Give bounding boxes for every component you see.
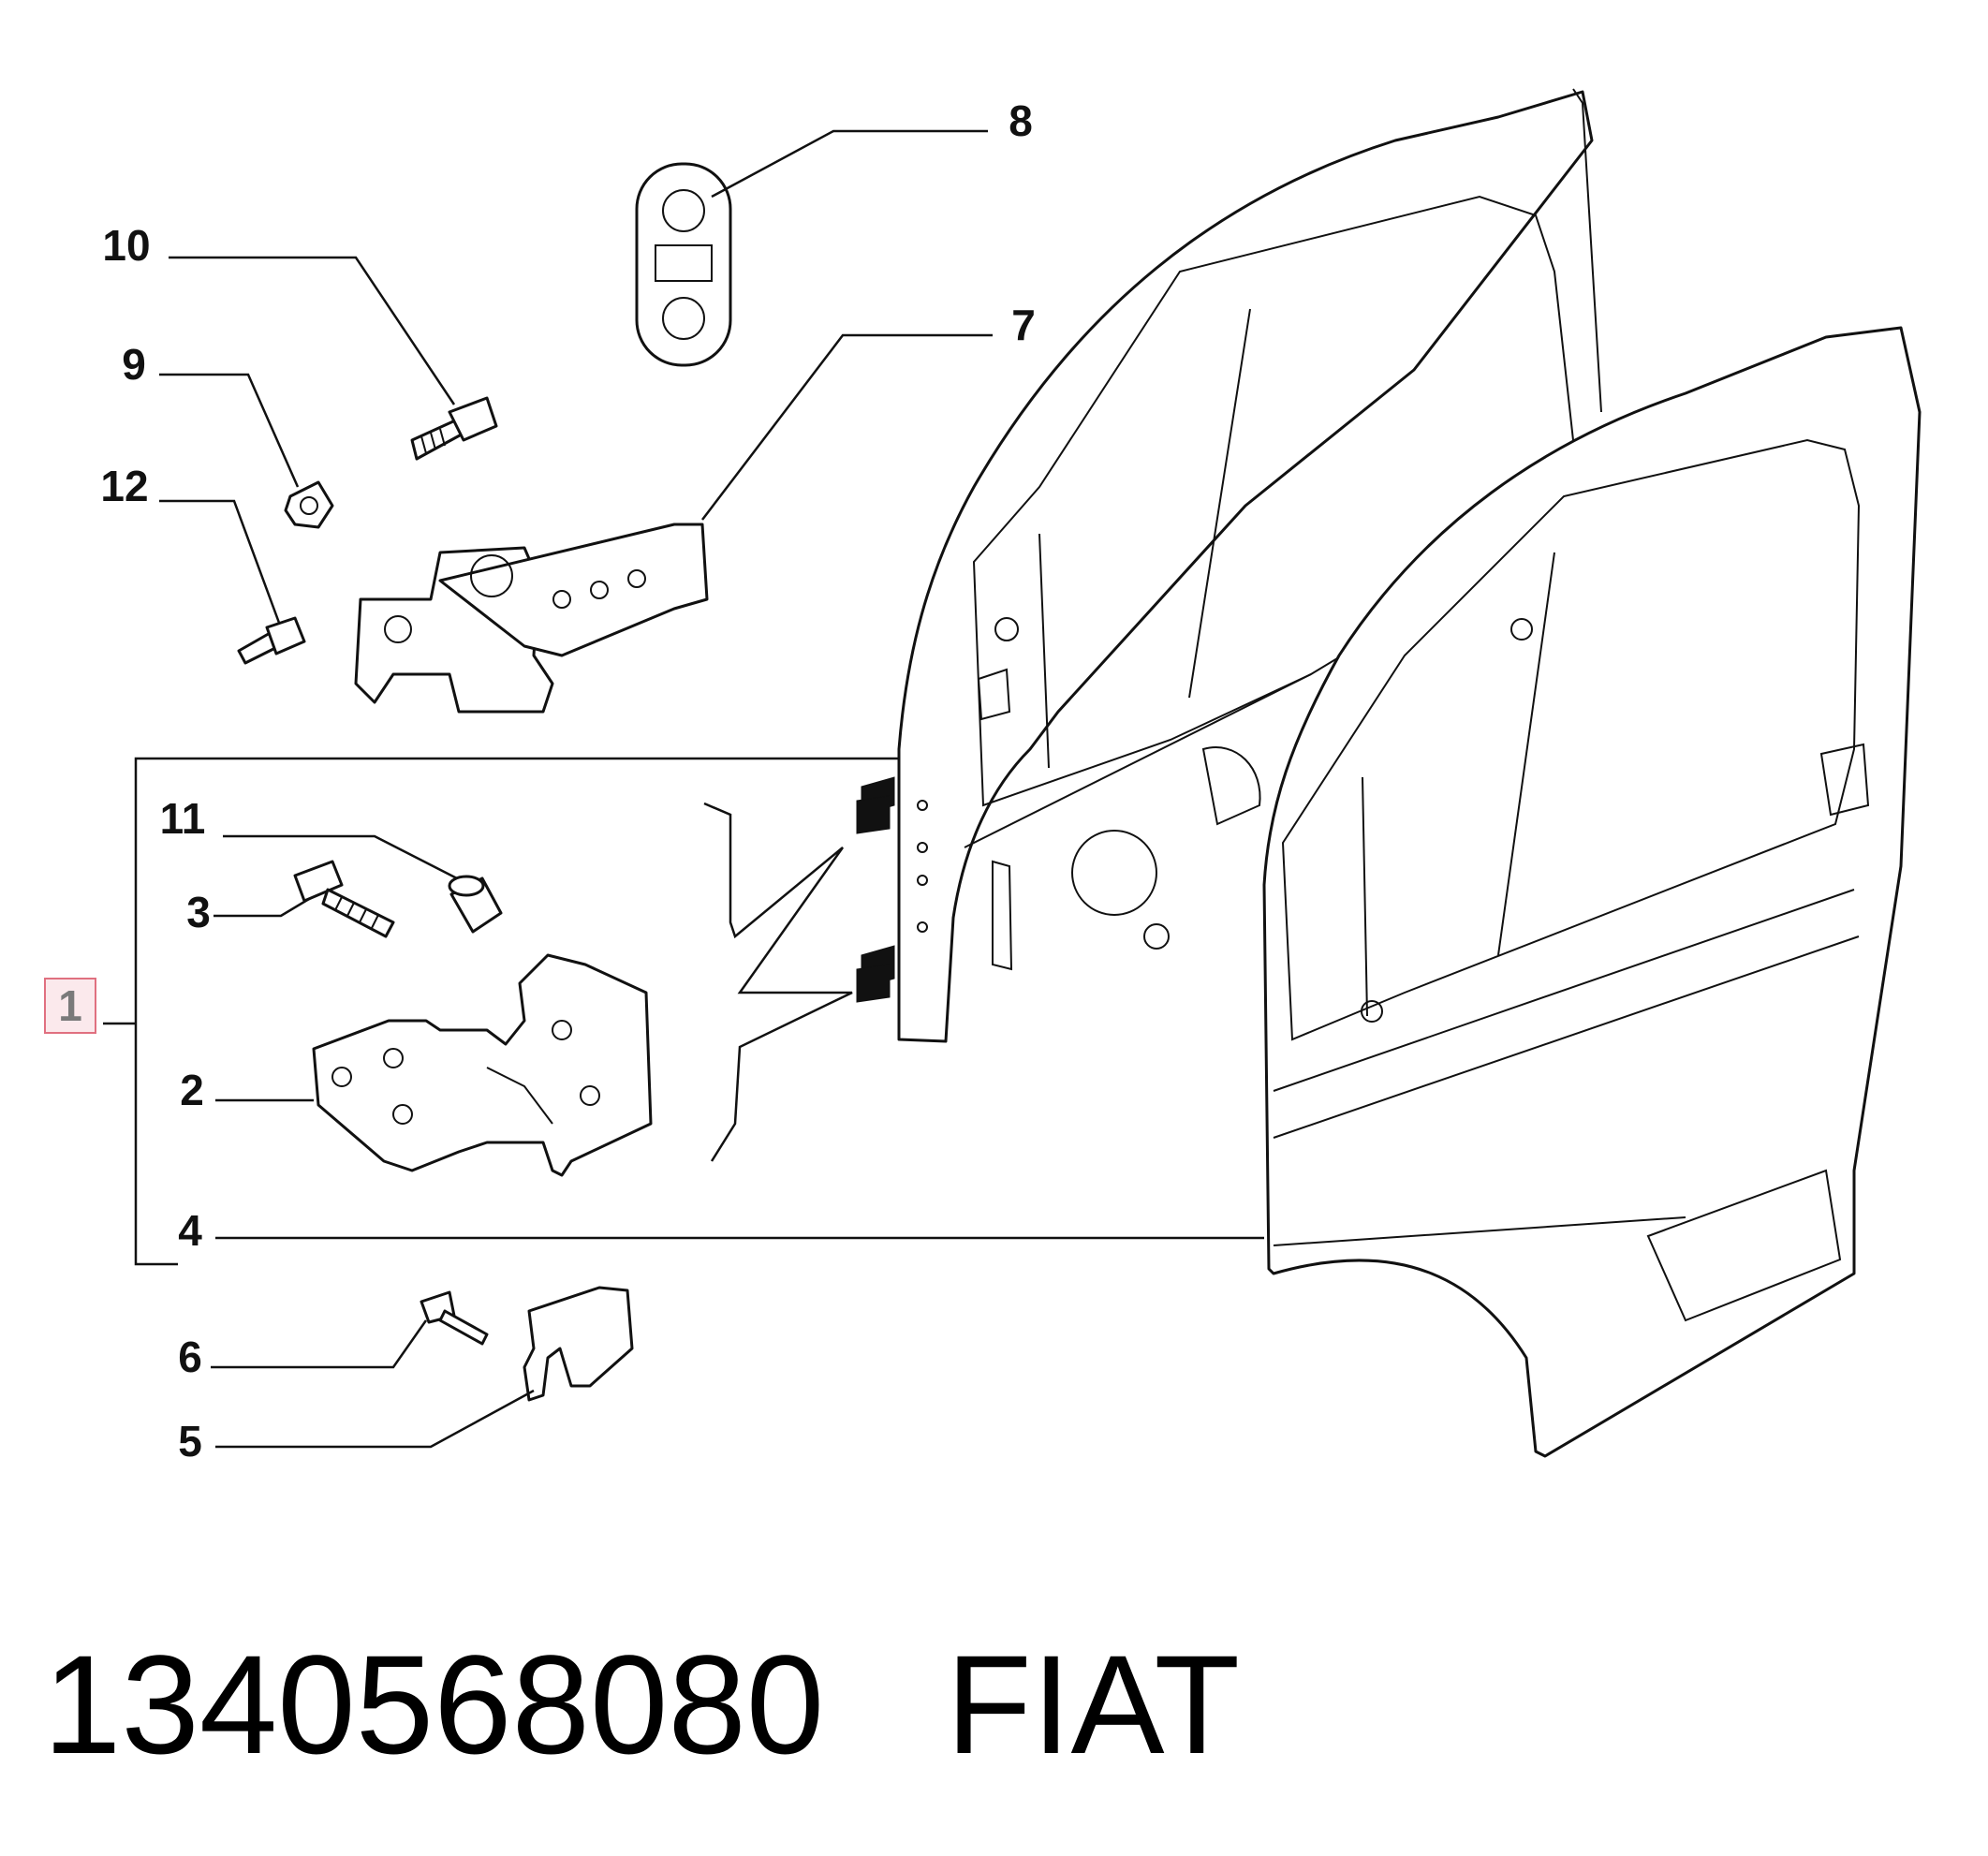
assembly-bracket: [103, 757, 899, 1266]
part-number: 1340568080: [43, 1626, 825, 1783]
callout-12[interactable]: 12: [100, 462, 148, 510]
rear-door-panel: [897, 88, 1602, 1043]
brand-name: FIAT: [946, 1626, 1241, 1783]
callout-1-highlight: [44, 978, 96, 1034]
callout-11[interactable]: 11: [160, 794, 206, 843]
callout-5[interactable]: 5: [178, 1417, 202, 1466]
callout-9[interactable]: 9: [122, 340, 146, 389]
clip-part-5: [523, 1286, 634, 1402]
callout-3[interactable]: 3: [186, 888, 211, 936]
screw-part-6: [420, 1290, 489, 1346]
callout-6[interactable]: 6: [178, 1333, 202, 1381]
leader-lines: [159, 129, 1264, 1449]
callout-4[interactable]: 4: [178, 1206, 202, 1255]
callout-8[interactable]: 8: [1009, 96, 1033, 145]
front-door-panel: [1262, 326, 1922, 1458]
door-check-part-7: [354, 523, 709, 714]
callout-2[interactable]: 2: [180, 1066, 204, 1114]
callout-1[interactable]: 1: [58, 981, 82, 1030]
bolt-part-10: [410, 396, 498, 461]
door-hinge-blocks: [856, 776, 928, 1039]
bolt-part-12: [237, 616, 306, 665]
bolt-part-3: [293, 860, 395, 938]
cap-part-11: [448, 875, 503, 934]
hinge-part-2: [312, 953, 653, 1177]
nut-part-9: [284, 480, 334, 529]
callout-10[interactable]: 10: [102, 221, 150, 270]
grommet-part-8: [635, 162, 732, 367]
callout-7[interactable]: 7: [1011, 301, 1036, 349]
